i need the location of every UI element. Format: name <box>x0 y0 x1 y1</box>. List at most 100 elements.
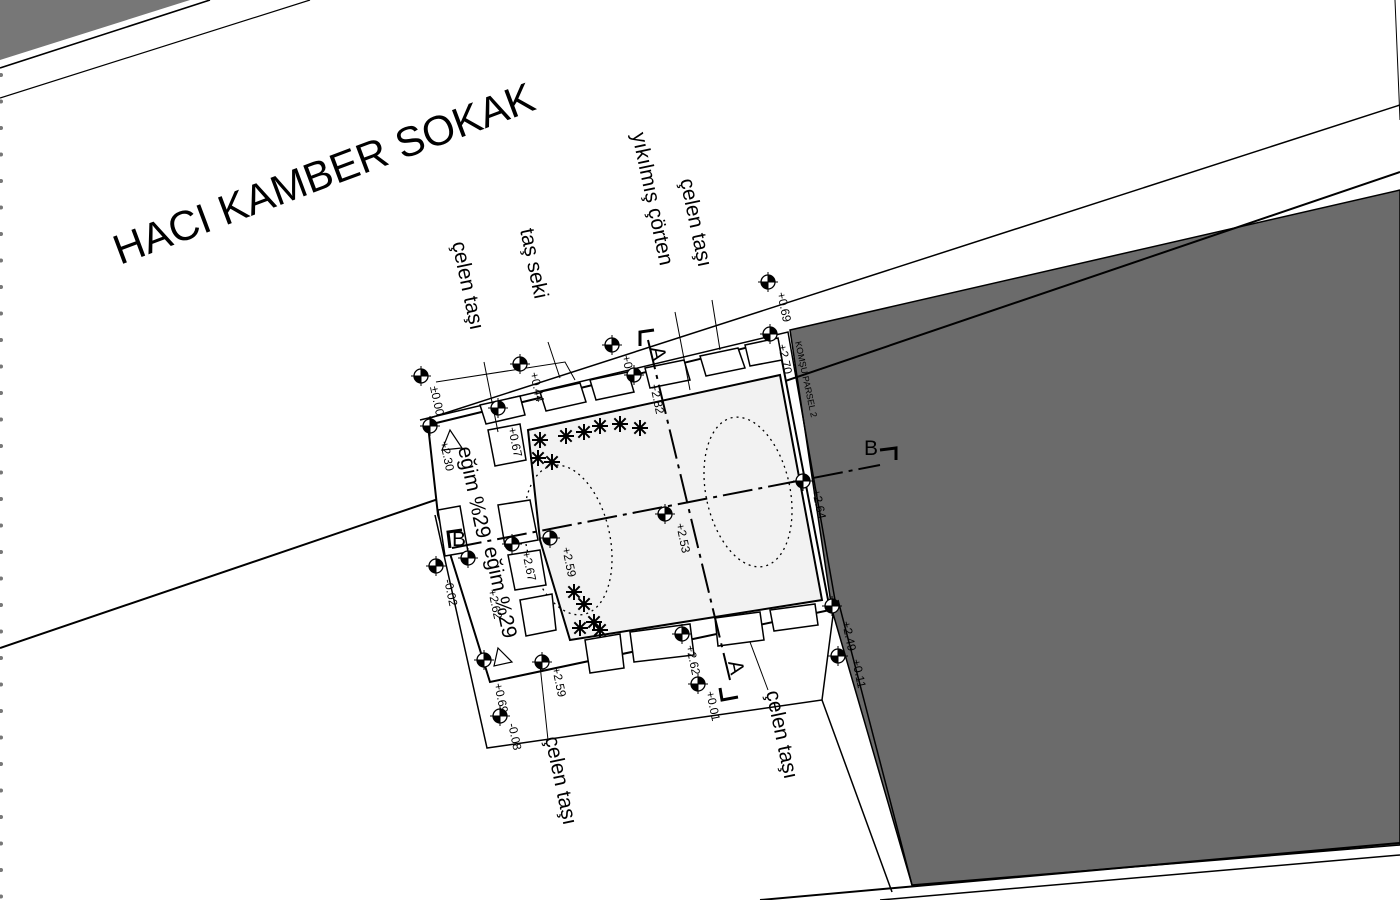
level-label: -0.02 <box>441 578 460 608</box>
border-dot <box>0 576 3 581</box>
note-celen-tasi-3: çelen taşı <box>540 734 581 827</box>
note-celen-tasi-1: çelen taşı <box>447 239 488 332</box>
level-marker-icon <box>793 471 813 491</box>
border-dot <box>0 152 3 157</box>
level-label: +2.59 <box>549 666 569 699</box>
plant-icon <box>558 428 574 444</box>
border-dot <box>0 894 3 899</box>
level-label: +2.49 <box>839 620 859 653</box>
level-label: +2.53 <box>673 522 693 555</box>
level-marker-icon <box>602 335 622 355</box>
border-dot <box>0 391 3 395</box>
level-label: -0.08 <box>505 722 524 752</box>
plant-icon <box>530 450 546 466</box>
border-dot <box>0 523 3 528</box>
level-marker-icon <box>655 504 675 524</box>
border-dot <box>0 73 3 77</box>
level-label: +2.67 <box>519 550 539 583</box>
level-marker-icon <box>411 366 431 386</box>
border-dot <box>0 364 3 369</box>
level-marker-icon <box>828 646 848 666</box>
border-dot <box>0 868 3 872</box>
border-dot <box>0 550 3 554</box>
border-dot <box>0 682 3 687</box>
section-mark-a-bottom: A <box>723 658 748 676</box>
border-dot <box>0 126 3 130</box>
border-dot <box>0 285 3 289</box>
plants <box>530 416 648 638</box>
border-dot <box>0 232 3 236</box>
level-label: +0. <box>619 354 636 374</box>
level-label: +2.64 <box>809 488 829 521</box>
sheet-border-dots <box>0 20 3 899</box>
level-label: +2.62 <box>485 588 505 621</box>
border-dot <box>0 470 3 475</box>
level-marker-icon <box>624 365 644 385</box>
level-label: ±0.00 <box>427 385 447 418</box>
leader-lines <box>435 299 769 741</box>
note-celen-tasi-2: çelen taşı <box>675 176 716 269</box>
level-marker-icon <box>426 556 446 576</box>
section-mark-b-right: B <box>864 437 878 460</box>
border-dot <box>0 497 3 501</box>
level-marker-icon <box>502 534 522 554</box>
street-name: HACI KAMBER SOKAK <box>107 73 541 273</box>
level-label: +2.82 <box>647 383 667 416</box>
section-mark-b-left: B <box>452 528 466 551</box>
bottom-line <box>759 842 1400 900</box>
border-dot <box>0 656 3 660</box>
street-line <box>429 104 1400 419</box>
level-marker-icon <box>672 624 692 644</box>
border-dot <box>0 709 3 713</box>
stone-steps-bottom <box>584 603 819 674</box>
stone-steps <box>479 337 783 425</box>
level-marker-icon <box>510 354 530 374</box>
level-label: +2.59 <box>559 546 579 579</box>
level-marker-icon <box>458 548 478 568</box>
level-label: +0.69 <box>774 291 794 324</box>
note-yikilmis-corten: yıkılmış çörten <box>627 130 678 267</box>
border-dot <box>0 179 3 183</box>
parcel-outline <box>419 331 836 749</box>
level-marker-icon <box>532 652 552 672</box>
level-label: +0.69 <box>491 682 511 715</box>
border-dot <box>0 205 3 210</box>
level-marker-icon <box>758 272 778 292</box>
level-markers <box>411 272 848 726</box>
plant-icon <box>572 620 588 636</box>
border-dot <box>0 815 3 819</box>
level-marker-icon <box>540 528 560 548</box>
note-tas-seki: taş seki <box>515 226 552 300</box>
level-label: +0.11 <box>849 658 869 690</box>
level-label: +2.30 <box>437 440 457 473</box>
section-line-b <box>451 464 881 549</box>
level-marker-icon <box>488 398 508 418</box>
level-label: +2.70 <box>775 343 795 376</box>
courtyard-area <box>526 373 824 642</box>
level-label: +0.44 <box>527 371 547 404</box>
level-label: +2.62 <box>683 644 703 677</box>
border-dot <box>0 99 3 104</box>
note-celen-tasi-4: çelen taşı <box>761 688 802 781</box>
border-dot <box>0 629 3 634</box>
level-marker-icon <box>760 324 780 344</box>
border-dot <box>0 258 3 263</box>
border-dot <box>0 444 3 448</box>
boundary-line <box>821 699 893 893</box>
border-dot <box>0 735 3 740</box>
plant-icon <box>532 432 548 448</box>
corner-building-fill <box>0 0 190 60</box>
plant-icon <box>576 424 592 440</box>
plant-icon <box>592 418 608 434</box>
plant-icon <box>576 596 592 612</box>
neighbor-parcel-fill <box>789 189 1400 886</box>
border-dot <box>0 603 3 607</box>
level-labels: ±0.00 +2.30 +0.44 +0.67 +0. +2.82 +0.69 … <box>427 291 869 752</box>
plant-icon <box>566 584 582 600</box>
plant-icon <box>632 420 648 436</box>
level-label: +0.01 <box>703 690 723 723</box>
boundary-line <box>837 599 913 886</box>
level-label: +0.67 <box>505 426 525 459</box>
border-dot <box>0 311 3 316</box>
